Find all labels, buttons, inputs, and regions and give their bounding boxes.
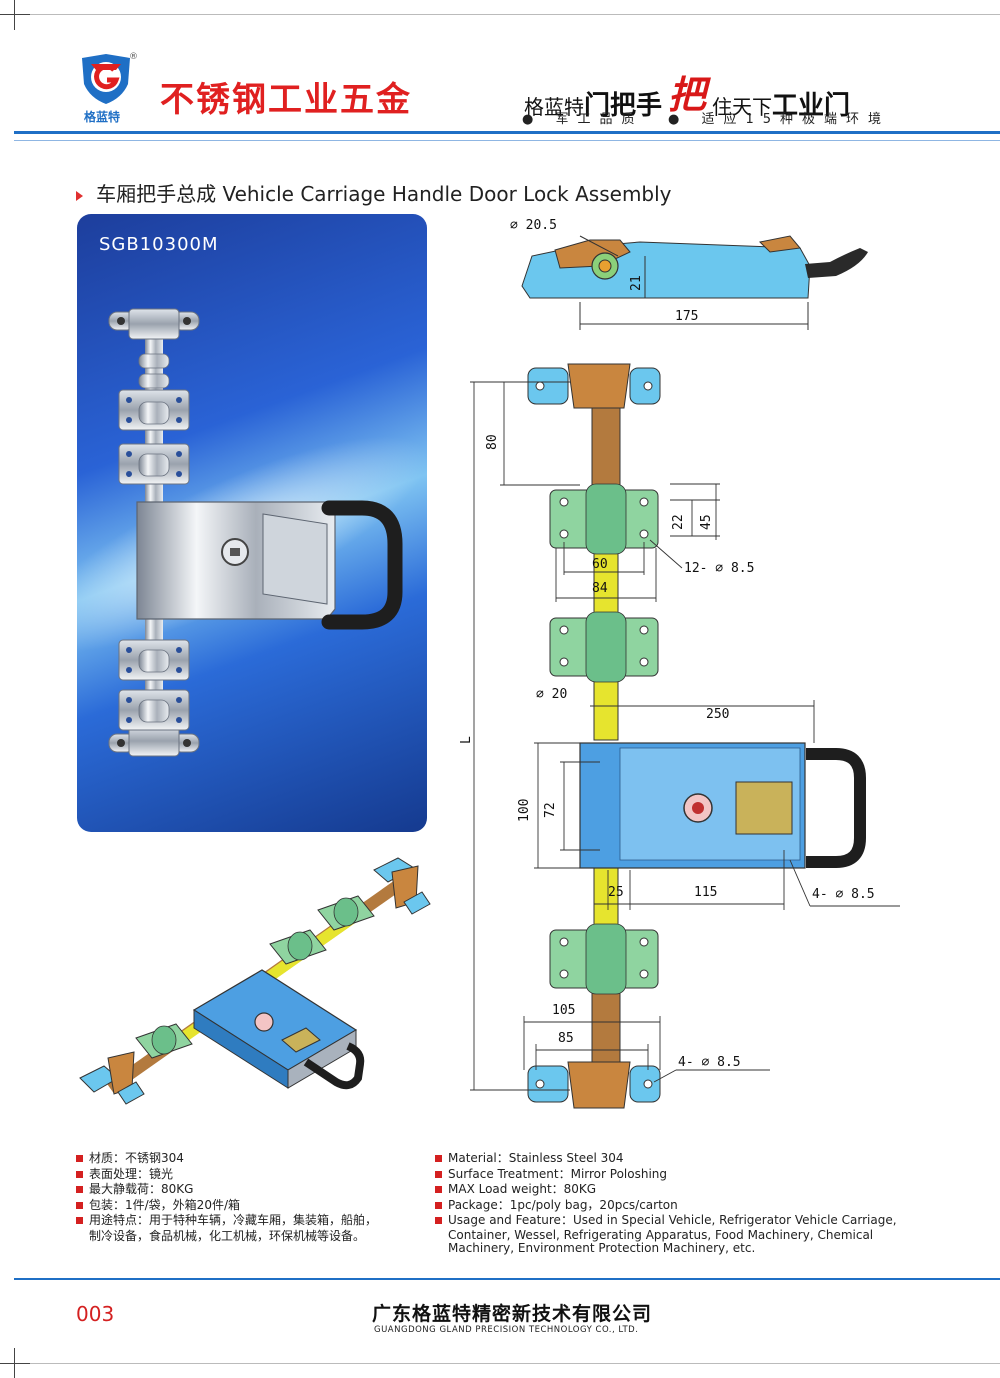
dim-45: 45 bbox=[699, 514, 714, 530]
crop-mark bbox=[0, 14, 30, 15]
company-name-en: GUANGDONG GLAND PRECISION TECHNOLOGY CO.… bbox=[374, 1325, 639, 1335]
spec-cn-material: 材质：不锈钢304 bbox=[76, 1151, 416, 1167]
spec-en-surface: Surface Treatment：Mirror Poloshing bbox=[435, 1167, 955, 1183]
specs-en: Material：Stainless Steel 304 Surface Tre… bbox=[435, 1151, 955, 1256]
section-heading: 车厢把手总成 Vehicle Carriage Handle Door Lock… bbox=[76, 178, 672, 207]
dim-105: 105 bbox=[552, 1003, 575, 1018]
header-rule bbox=[14, 131, 1000, 134]
dim-top-height: 21 bbox=[629, 275, 644, 291]
header-slogan: 格蓝特门把手把住天下工业门 bbox=[524, 70, 850, 125]
spec-en-package: Package：1pc/poly bag，20pcs/carton bbox=[435, 1198, 955, 1214]
sub-slogan-2: ● 适应15种极端环境 bbox=[668, 112, 891, 127]
front-view-drawing: 80 22 45 60 84 12- ⌀ 8.5 ⌀ 20 250 L 100 … bbox=[459, 363, 900, 1109]
trim-line bbox=[30, 1363, 1000, 1364]
spec-cn-surface: 表面处理：镜光 bbox=[76, 1167, 416, 1183]
spec-en-load: MAX Load weight：80KG bbox=[435, 1182, 955, 1198]
dim-250: 250 bbox=[706, 707, 729, 722]
dim-length-l: L bbox=[459, 736, 474, 744]
dim-60: 60 bbox=[592, 557, 608, 572]
product-model: SGB10300M bbox=[99, 234, 219, 255]
slogan-part: 格蓝特 bbox=[524, 95, 584, 119]
product-photo-panel: SGB10300M bbox=[77, 214, 427, 832]
company-name-cn: 广东格蓝特精密新技术有限公司 bbox=[372, 1303, 653, 1325]
dim-12-holes: 12- ⌀ 8.5 bbox=[684, 561, 754, 576]
spec-cn-usage-cont: 制冷设备，食品机械，化工机械，环保机械等设备。 bbox=[89, 1228, 366, 1243]
dim-top-length: 175 bbox=[675, 309, 698, 324]
sub-slogan-text: 适应15种极端环境 bbox=[701, 112, 891, 127]
brand-logo bbox=[76, 50, 136, 122]
dim-115: 115 bbox=[694, 885, 717, 900]
footer-rule bbox=[14, 1278, 1000, 1280]
dim-100: 100 bbox=[517, 799, 532, 822]
dim-22: 22 bbox=[671, 514, 686, 530]
section-title: 车厢把手总成 Vehicle Carriage Handle Door Lock… bbox=[96, 182, 672, 206]
slogan-part: 工业门 bbox=[772, 91, 851, 121]
crop-mark bbox=[0, 1363, 30, 1364]
triangle-bullet-icon bbox=[76, 191, 83, 201]
slogan-part: 住天下 bbox=[712, 95, 773, 119]
dim-top-diameter: ⌀ 20.5 bbox=[510, 218, 557, 233]
registered-mark: ® bbox=[129, 52, 138, 62]
spec-en-usage-cont-1: Container, Wessel, Refrigerating Apparat… bbox=[448, 1227, 874, 1242]
product-photo bbox=[77, 308, 427, 757]
dim-25: 25 bbox=[608, 885, 624, 900]
header-title: 不锈钢工业五金 bbox=[160, 80, 412, 120]
top-view-drawing: ⌀ 20.5 21 175 bbox=[510, 218, 868, 330]
brand-short-name: 格蓝特 bbox=[84, 110, 121, 124]
page-number: 003 bbox=[76, 1302, 115, 1326]
spec-en-material: Material：Stainless Steel 304 bbox=[435, 1151, 955, 1167]
dim-72: 72 bbox=[543, 802, 558, 818]
sub-slogan-1: ● 军工品质 bbox=[522, 112, 644, 127]
header-rule-thin bbox=[14, 140, 1000, 141]
spec-en-usage-cont-2: Machinery, Environment Protection Machin… bbox=[448, 1241, 756, 1255]
dim-4-holes-lock: 4- ⌀ 8.5 bbox=[812, 887, 875, 902]
dim-85: 85 bbox=[558, 1031, 574, 1046]
spec-cn-usage: 用途特点：用于特种车辆，冷藏车厢，集装箱，船舶， bbox=[76, 1213, 416, 1229]
slogan-part: 门把手 bbox=[584, 91, 663, 121]
trim-line bbox=[30, 14, 1000, 15]
crop-mark bbox=[14, 0, 15, 30]
dim-80: 80 bbox=[485, 434, 500, 450]
spec-cn-load: 最大静载荷：80KG bbox=[76, 1182, 416, 1198]
spec-cn-package: 包装：1件/袋，外箱20件/箱 bbox=[76, 1198, 416, 1214]
slogan-accent: 把 bbox=[668, 72, 707, 117]
specs-cn: 材质：不锈钢304 表面处理：镜光 最大静载荷：80KG 包装：1件/袋，外箱2… bbox=[76, 1151, 416, 1244]
dim-4-holes-end: 4- ⌀ 8.5 bbox=[678, 1055, 741, 1070]
spec-en-usage: Usage and Feature：Used in Special Vehicl… bbox=[435, 1213, 955, 1229]
isometric-view bbox=[79, 857, 431, 1105]
dim-84: 84 bbox=[592, 581, 608, 596]
dim-rod-diameter: ⌀ 20 bbox=[536, 687, 567, 702]
sub-slogan-text: 军工品质 bbox=[555, 112, 644, 127]
